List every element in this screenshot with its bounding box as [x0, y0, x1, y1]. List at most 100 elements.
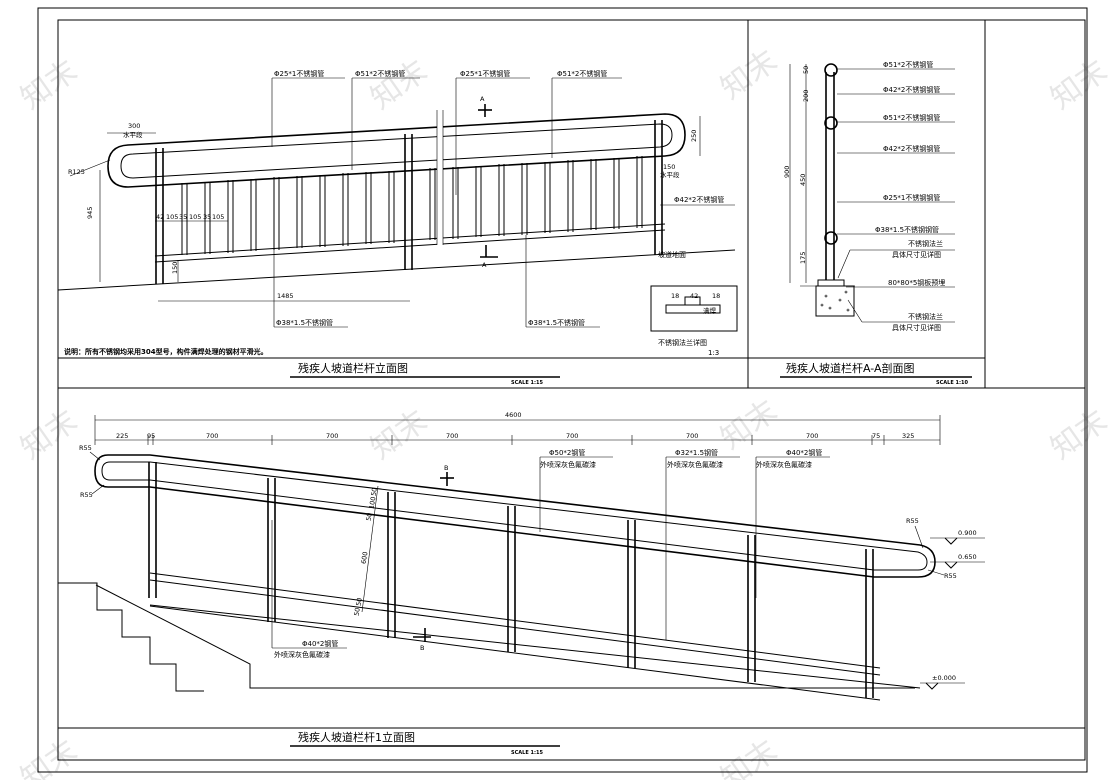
- bottom-elevation-panel: 4600 225 95 700 700 700 700 700 700 75 3…: [58, 411, 985, 756]
- panel-scale-bottom: SCALE 1:15: [511, 750, 543, 756]
- seg-5: 700: [566, 432, 578, 440]
- section-dim-900: 900: [783, 166, 791, 178]
- dim-spacing-4: 35: [203, 213, 211, 221]
- detail-scale: 1:3: [708, 349, 719, 357]
- label-tube-40-right-paint: 外喷深灰色氟碳漆: [756, 460, 812, 469]
- section-dim-450: 450: [799, 174, 807, 186]
- panel-scale-section: SCALE 1:10: [936, 380, 968, 386]
- section-mark-b-bottom: B: [420, 644, 424, 652]
- watermarks: 知末 知末 知末 知末 知末 知末 知末 知末 知末 知末: [15, 43, 1114, 780]
- label-tube-32-paint: 外喷深灰色氟碳漆: [667, 460, 723, 469]
- section-dim-200: 200: [802, 90, 810, 102]
- label-tube-38-b: Φ38*1.5不锈钢管: [528, 318, 585, 327]
- section-label-1: Φ42*2不锈钢钢管: [883, 85, 940, 94]
- level-0900: 0.900: [958, 529, 977, 537]
- level-0650: 0.650: [958, 553, 977, 561]
- label-tube-40-left: Φ40*2钢管: [302, 639, 338, 648]
- label-tube-50: Φ50*2钢管: [549, 448, 585, 457]
- section-label-2: Φ51*2不锈钢钢管: [883, 113, 940, 122]
- seg-4: 700: [446, 432, 458, 440]
- label-tube-25-a: Φ25*1不锈钢管: [274, 69, 324, 78]
- radius-r55-d: R55: [944, 572, 957, 580]
- detail-dim-18b: 18: [712, 292, 720, 300]
- note-horizontal-b: 水平段: [660, 170, 680, 179]
- dim-150-b: 150: [171, 262, 179, 274]
- seg-2: 700: [206, 432, 218, 440]
- seg-8: 75: [872, 432, 880, 440]
- section-dim-50: 50: [802, 66, 810, 74]
- incl-dim-2: 50: [365, 512, 374, 522]
- detail-weld: 满焊: [703, 306, 717, 315]
- dim-spacing-3: 105: [189, 213, 201, 221]
- panel-title-section: 残疾人坡道栏杆A-A剖面图: [786, 361, 915, 375]
- watermark: 知末: [715, 733, 784, 780]
- watermark: 知末: [365, 403, 434, 466]
- detail-label: 不锈钢法兰详图: [658, 338, 707, 347]
- dim-spacing-5: 105: [212, 213, 224, 221]
- label-tube-42: Φ42*2不锈钢管: [674, 195, 724, 204]
- watermark: 知末: [15, 53, 84, 116]
- bottom-posts: [148, 462, 874, 698]
- detail-dim-18: 18: [671, 292, 679, 300]
- general-note: 说明：所有不锈钢均采用304型号，构件满焊处理的钢材平滑光。: [64, 347, 268, 356]
- label-tube-32: Φ32*1.5钢管: [675, 448, 718, 457]
- label-tube-40-right: Φ40*2钢管: [786, 448, 822, 457]
- label-tube-40-left-paint: 外喷深灰色氟碳漆: [274, 650, 330, 659]
- level-0000: ±0.000: [932, 674, 956, 682]
- balusters: [181, 156, 643, 255]
- stairs: [58, 582, 204, 692]
- label-tube-51-a: Φ51*2不锈钢管: [355, 69, 405, 78]
- watermark: 知末: [15, 403, 84, 466]
- dim-150-a: 150: [663, 163, 675, 171]
- ramp-slope-line: [57, 249, 736, 291]
- radius-r55-c: R55: [906, 517, 919, 525]
- incl-dim-0: 50: [370, 487, 379, 497]
- panel-title-elevation: 残疾人坡道栏杆立面图: [298, 361, 408, 375]
- section-label-4: Φ25*1不锈钢钢管: [883, 193, 940, 202]
- seg-6: 700: [686, 432, 698, 440]
- section-label-6: 不锈钢法兰: [908, 239, 943, 248]
- drawing-frame: [57, 19, 1086, 761]
- label-tube-25-b: Φ25*1不锈钢管: [460, 69, 510, 78]
- watermark: 知末: [1045, 53, 1114, 116]
- detail-dim-42: 42: [690, 292, 698, 300]
- watermark: 知末: [1045, 403, 1114, 466]
- incl-dim-3: 600: [360, 551, 370, 565]
- posts: [155, 120, 663, 284]
- handrail-loop: [107, 113, 686, 188]
- label-tube-50-paint: 外喷深灰色氟碳漆: [540, 460, 596, 469]
- section-label-0: Φ51*2不锈钢管: [883, 60, 933, 69]
- section-label-8: 80*80*5钢板预埋: [888, 278, 945, 287]
- lower-rail-bottom: [154, 229, 666, 263]
- sheet-border: [37, 7, 1088, 773]
- lower-rail-top: [154, 223, 666, 257]
- seg-9: 325: [902, 432, 914, 440]
- dim-250: 250: [690, 130, 698, 142]
- dim-1485: 1485: [277, 292, 294, 300]
- watermark: 知末: [365, 53, 434, 116]
- dim-spacing-1: 105: [166, 213, 178, 221]
- section-label-9: 不锈钢法兰: [908, 312, 943, 321]
- seg-1: 95: [147, 432, 155, 440]
- flange-detail-box: [650, 285, 738, 332]
- bottom-handrail-outer: [94, 454, 936, 578]
- incl-dim-1: 100: [368, 496, 378, 510]
- note-horizontal-a: 水平段: [123, 130, 143, 139]
- watermark: 知末: [715, 393, 784, 456]
- section-label-7: 具体尺寸见详图: [892, 250, 941, 259]
- label-tube-38-a: Φ38*1.5不锈钢管: [276, 318, 333, 327]
- section-mark-b-top: B: [444, 464, 448, 472]
- incl-dim-5: 50: [353, 607, 362, 617]
- section-panel: 50 200 900 450 175 Φ51*2不锈钢管 Φ42*2不锈钢钢管 …: [780, 60, 972, 386]
- section-label-3: Φ42*2不锈钢钢管: [883, 144, 940, 153]
- panel-title-bottom: 残疾人坡道栏杆1立面图: [298, 730, 415, 744]
- label-ramp-surface: 坡道地面: [658, 250, 686, 259]
- watermark: 知末: [715, 43, 784, 106]
- section-dim-175: 175: [799, 252, 807, 264]
- panel-scale-elevation: SCALE 1:15: [511, 380, 543, 386]
- label-tube-51-b: Φ51*2不锈钢管: [557, 69, 607, 78]
- seg-7: 700: [806, 432, 818, 440]
- section-mark-a-bottom: A: [482, 261, 487, 269]
- incl-dim-4: 50: [355, 597, 364, 607]
